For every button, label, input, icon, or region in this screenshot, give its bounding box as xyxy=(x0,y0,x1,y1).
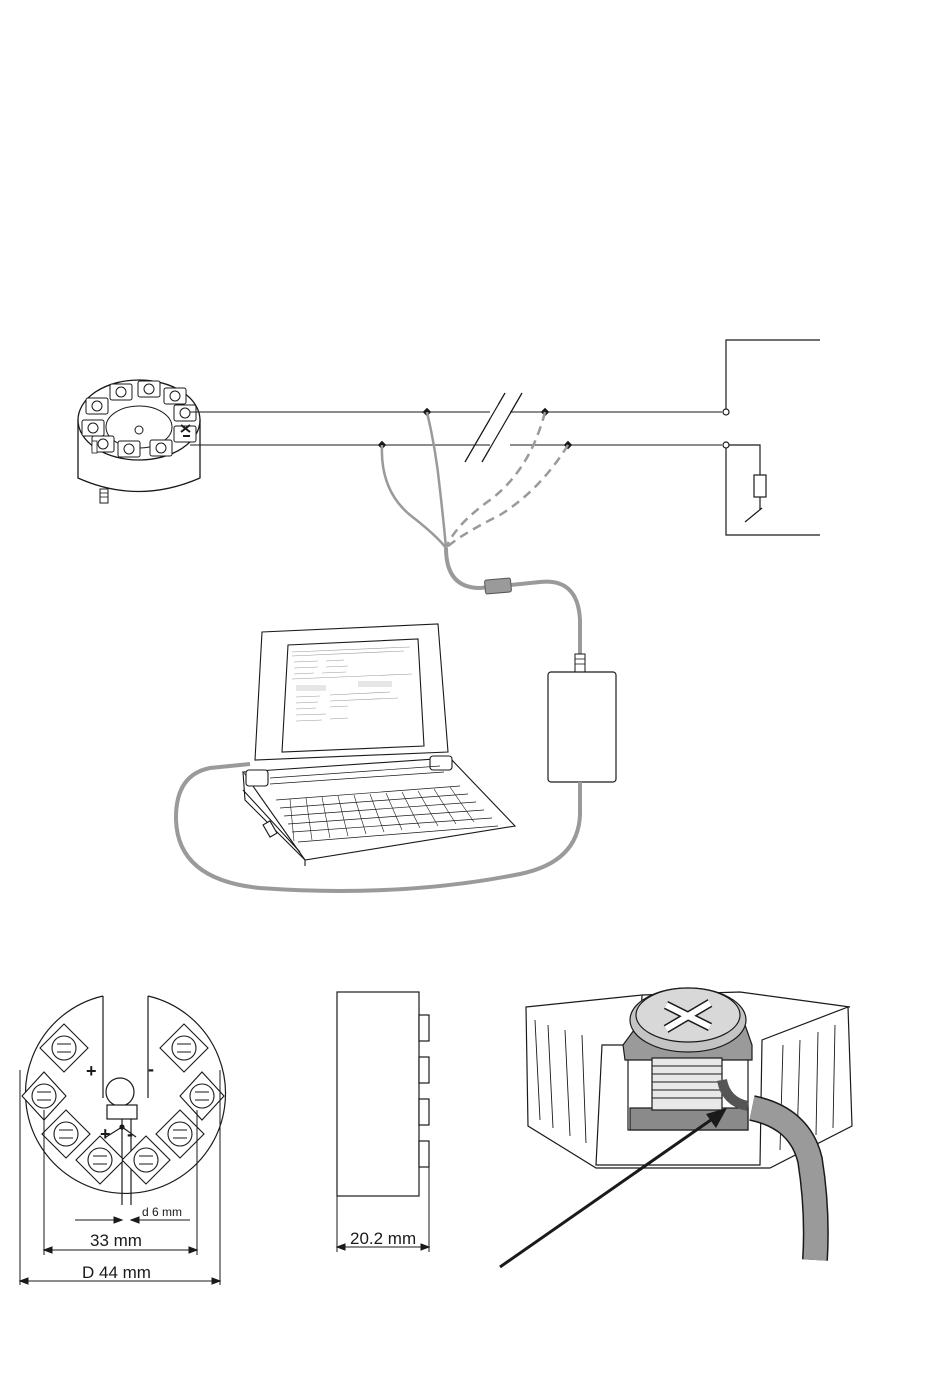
plus-terminal-label: + xyxy=(86,1061,97,1081)
cable-ferrite xyxy=(484,578,511,594)
plus-terminal-label-lower: + xyxy=(100,1124,111,1144)
pointer-arrow xyxy=(500,1108,727,1267)
diameter-label: D 44 mm xyxy=(82,1263,151,1282)
minus-terminal-label-lower: - xyxy=(127,1124,133,1144)
modem-cable-leads xyxy=(382,412,568,548)
height-label: 20.2 mm xyxy=(350,1229,416,1248)
usb-cable xyxy=(446,548,580,655)
hole-diameter-label: d 6 mm xyxy=(142,1205,182,1219)
usb-modem xyxy=(548,654,616,782)
terminal-head-side-view xyxy=(337,992,429,1196)
junction-dots xyxy=(378,408,572,449)
wire-break-gap xyxy=(490,404,510,452)
minus-terminal-label: - xyxy=(148,1059,154,1079)
power-supply-box xyxy=(723,340,820,535)
laptop xyxy=(243,624,515,866)
signal-wires xyxy=(190,393,722,462)
hole-spacing-label: 33 mm xyxy=(90,1231,142,1250)
transmitter-head-isometric xyxy=(78,380,200,503)
